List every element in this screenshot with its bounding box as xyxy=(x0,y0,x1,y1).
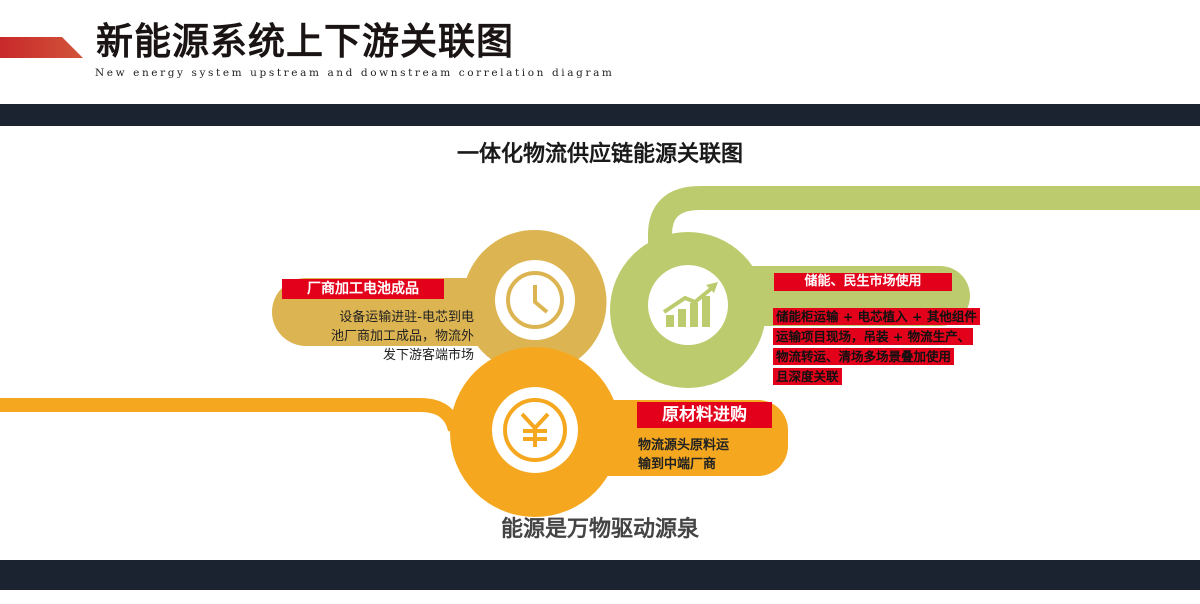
footer-caption: 能源是万物驱动源泉 xyxy=(500,517,699,542)
page-title: 新能源系统上下游关联图 xyxy=(96,20,514,63)
orange-track xyxy=(0,398,462,432)
market-label: 储能、民生市场使用 xyxy=(774,273,952,291)
desc-line: 且深度关联 xyxy=(773,368,842,385)
green-track xyxy=(648,186,1200,250)
bottom-band xyxy=(0,560,1200,590)
clock-icon xyxy=(506,271,564,329)
desc-line: 运输项目现场，吊装 + 物流生产、 xyxy=(773,328,974,345)
yuan-icon xyxy=(503,398,567,462)
page-subtitle: New energy system upstream and downstrea… xyxy=(95,67,615,79)
diagram-title: 一体化物流供应链能源关联图 xyxy=(456,142,743,167)
top-band xyxy=(0,104,1200,126)
desc-line: 储能柜运输 + 电芯植入 + 其他组件 xyxy=(773,308,980,325)
market-desc: 储能柜运输 + 电芯植入 + 其他组件 运输项目现场，吊装 + 物流生产、 物流… xyxy=(773,306,980,386)
header-accent-bar xyxy=(0,37,83,58)
raw-desc: 物流源头原料运 输到中端厂商 xyxy=(638,436,729,474)
desc-line: 发下游客端市场 xyxy=(382,348,474,363)
desc-line: 输到中端厂商 xyxy=(638,457,717,472)
growth-chart-icon xyxy=(662,282,718,327)
desc-line: 设备运输进驻-电芯到电 xyxy=(339,310,474,325)
raw-label: 原材料进购 xyxy=(637,402,772,428)
desc-line: 物流源头原料运 xyxy=(638,438,730,453)
processing-label: 厂商加工电池成品 xyxy=(282,279,444,299)
desc-line: 物流转运、清场多场景叠加使用 xyxy=(773,348,955,365)
desc-line: 池厂商加工成品，物流外 xyxy=(330,329,474,344)
processing-desc: 设备运输进驻-电芯到电 池厂商加工成品，物流外 发下游客端市场 xyxy=(278,308,474,365)
